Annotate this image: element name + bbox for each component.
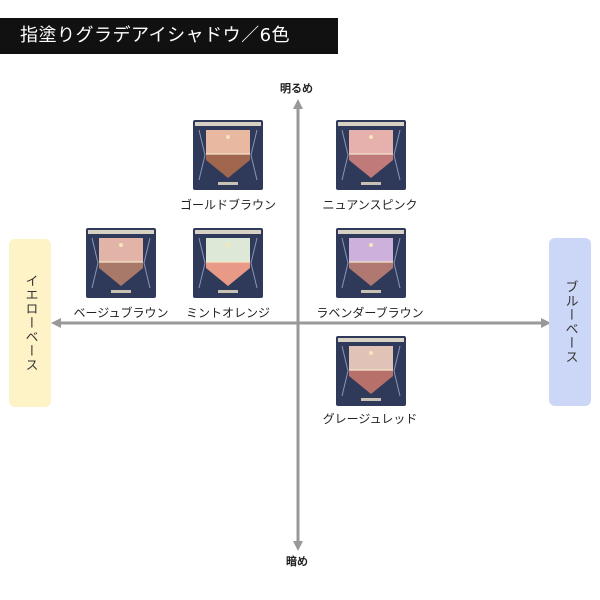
- shadow-bottom-shade: [349, 370, 393, 394]
- shadow-bottom-shade: [99, 262, 143, 286]
- package-bottom-strip: [218, 182, 238, 185]
- axis-label-bright: 明るめ: [280, 82, 313, 95]
- shadow-top-shade: [206, 238, 250, 262]
- package-top-strip: [195, 122, 261, 126]
- package-top-strip: [88, 230, 154, 234]
- shadow-top-shade: [206, 130, 250, 154]
- package-pattern: [198, 237, 258, 289]
- star-icon: [369, 351, 373, 355]
- package-bottom-strip: [361, 182, 381, 185]
- product-label-beige-brown: ベージュブラウン: [73, 306, 169, 320]
- package-bottom-strip: [111, 290, 131, 293]
- star-icon: [226, 243, 230, 247]
- package-pattern: [91, 237, 151, 289]
- shadow-top-shade: [349, 130, 393, 154]
- product-nuance-pink: [336, 120, 406, 190]
- star-icon: [119, 243, 123, 247]
- axis-label-dark: 暗め: [286, 555, 308, 568]
- package-pattern: [198, 129, 258, 181]
- product-label-lavender-brown: ラベンダーブラウン: [316, 306, 424, 320]
- product-lavender-brown: [336, 228, 406, 298]
- shadow-bottom-shade: [349, 154, 393, 178]
- star-icon: [369, 243, 373, 247]
- shadow-top-shade: [99, 238, 143, 262]
- product-gold-brown: [193, 120, 263, 190]
- product-label-mint-orange: ミントオレンジ: [185, 306, 271, 320]
- product-label-gold-brown: ゴールドブラウン: [179, 198, 277, 212]
- product-mint-orange: [193, 228, 263, 298]
- product-greige-red: [336, 336, 406, 406]
- product-label-nuance-pink: ニュアンスピンク: [322, 198, 418, 212]
- shadow-top-shade: [349, 238, 393, 262]
- package-top-strip: [195, 230, 261, 234]
- package-bottom-strip: [361, 290, 381, 293]
- product-beige-brown: [86, 228, 156, 298]
- package-bottom-strip: [361, 398, 381, 401]
- shadow-bottom-shade: [206, 262, 250, 286]
- page-title: 指塗りグラデアイシャドウ／6色: [0, 18, 338, 54]
- star-icon: [226, 135, 230, 139]
- package-top-strip: [338, 230, 404, 234]
- yellow-base-label: イエローベース: [9, 239, 51, 407]
- package-bottom-strip: [218, 290, 238, 293]
- shadow-top-shade: [349, 346, 393, 370]
- package-pattern: [341, 237, 401, 289]
- package-top-strip: [338, 122, 404, 126]
- shadow-bottom-shade: [349, 262, 393, 286]
- blue-base-label: ブルーベース: [549, 238, 591, 406]
- package-pattern: [341, 129, 401, 181]
- package-top-strip: [338, 338, 404, 342]
- product-label-greige-red: グレージュレッド: [322, 412, 418, 426]
- star-icon: [369, 135, 373, 139]
- shadow-bottom-shade: [206, 154, 250, 178]
- package-pattern: [341, 345, 401, 397]
